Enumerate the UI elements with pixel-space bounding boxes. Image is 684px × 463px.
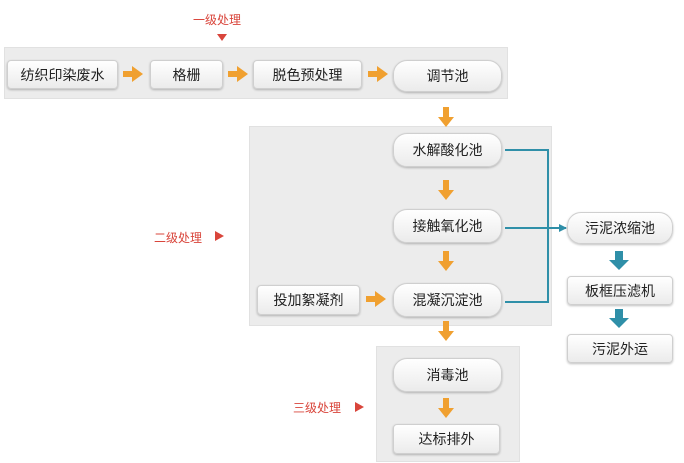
tertiary-label-arrow-icon — [355, 402, 364, 412]
arrow-coagulant-to-sedimentation — [366, 291, 386, 307]
node-filter-press: 板框压滤机 — [567, 276, 673, 305]
tertiary-stage-label: 三级处理 — [293, 401, 342, 415]
node-contact-oxidation: 接触氧化池 — [393, 209, 502, 243]
secondary-stage-label: 二级处理 — [154, 231, 203, 245]
arrow-decolor-to-regulating — [368, 66, 388, 82]
arrow-oxidation-to-sedimentation — [438, 251, 454, 271]
node-decolor: 脱色预处理 — [253, 60, 362, 89]
arrow-thickener-to-press — [609, 251, 629, 270]
arrow-wastewater-to-grille — [123, 66, 143, 82]
node-wastewater: 纺织印染废水 — [7, 60, 118, 89]
arrow-grille-to-decolor — [228, 66, 248, 82]
node-coagulation-sedimentation: 混凝沉淀池 — [393, 283, 502, 317]
node-coagulant: 投加絮凝剂 — [257, 285, 360, 315]
primary-label-arrow-icon — [217, 34, 227, 41]
node-grille: 格栅 — [150, 60, 223, 89]
primary-stage-label: 一级处理 — [193, 13, 242, 27]
node-discharge: 达标排外 — [393, 424, 500, 454]
arrow-press-to-out — [609, 309, 629, 328]
node-hydrolysis: 水解酸化池 — [393, 133, 502, 167]
secondary-label-arrow-icon — [215, 231, 224, 241]
arrow-hydrolysis-to-oxidation — [438, 180, 454, 200]
node-sludge-out: 污泥外运 — [567, 334, 673, 363]
arrow-regulating-to-hydrolysis — [438, 107, 454, 127]
arrow-disinfection-to-discharge — [438, 398, 454, 418]
node-regulating: 调节池 — [393, 60, 502, 92]
node-sludge-thickener: 污泥浓缩池 — [567, 212, 673, 244]
node-disinfection: 消毒池 — [393, 358, 502, 392]
arrow-sedimentation-to-disinfection — [438, 321, 454, 341]
